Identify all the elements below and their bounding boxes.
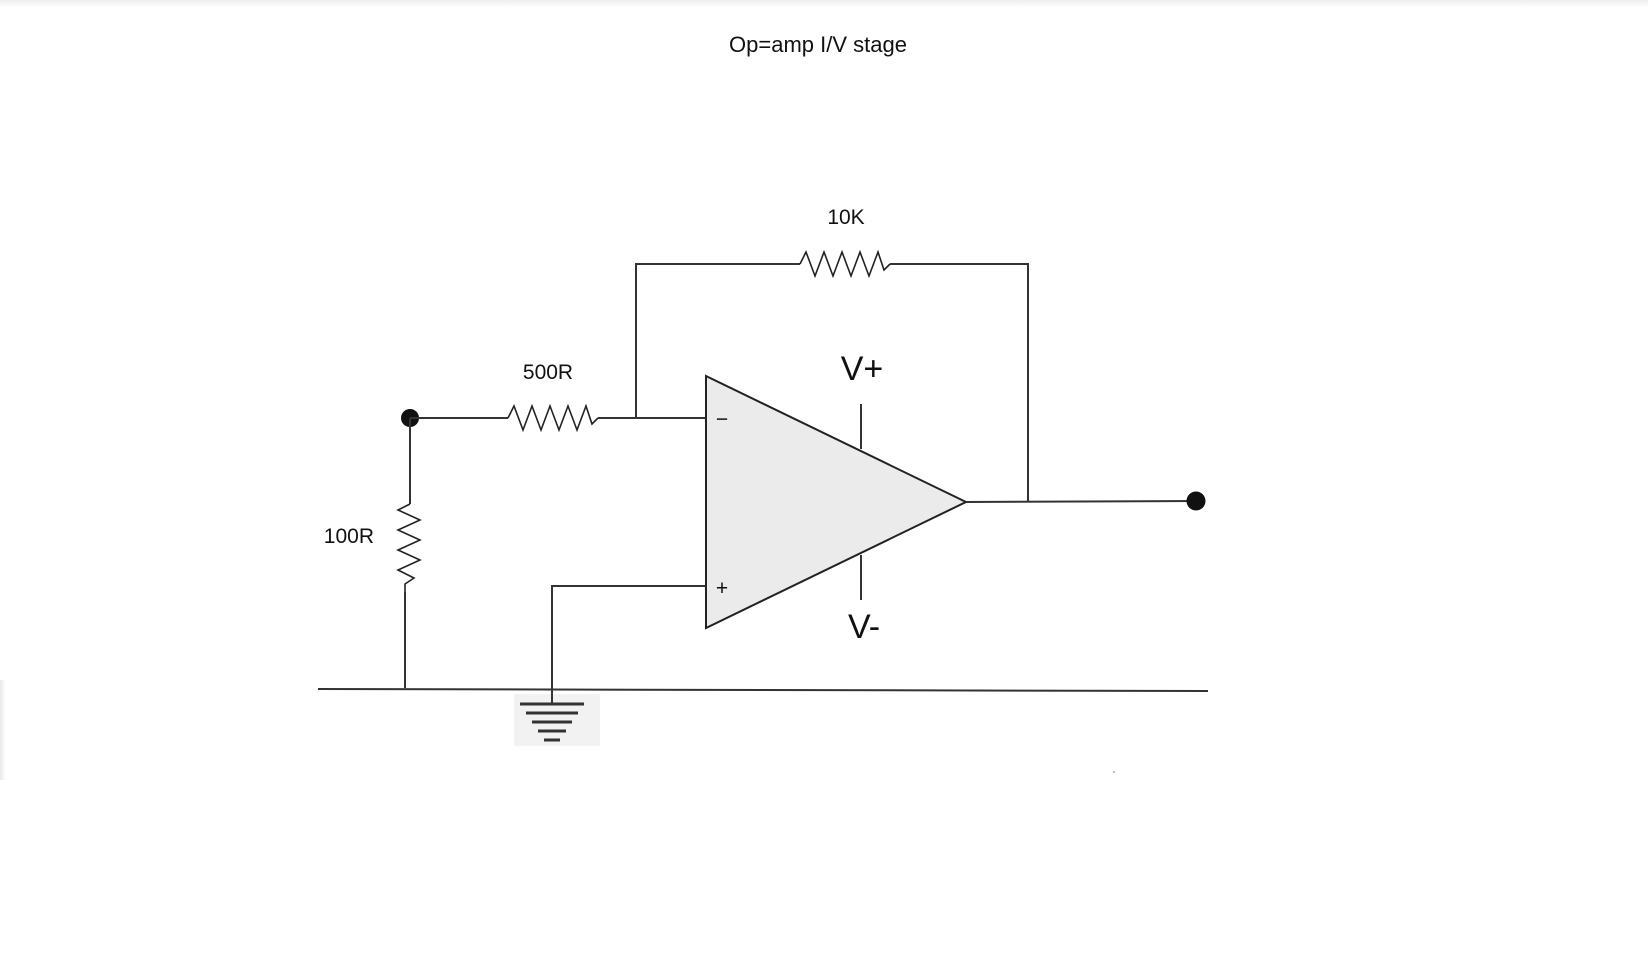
resistor-10k [799, 249, 891, 279]
left-edge-shade [0, 680, 6, 780]
output-wire [965, 500, 1197, 503]
ground-rail [317, 688, 1209, 692]
resistor-500r [507, 403, 599, 433]
negative-supply-label: V- [848, 608, 880, 646]
output-terminal [1186, 491, 1206, 511]
diagram-title: Op=amp I/V stage [729, 32, 907, 57]
non-inverting-input-wire [551, 585, 706, 690]
ground-icon [514, 690, 600, 746]
positive-supply-label: V+ [841, 350, 884, 388]
non-inverting-input-symbol: + [716, 577, 728, 600]
resistor-100r-label: 100R [324, 525, 374, 548]
feedback-wire-left [635, 263, 800, 418]
resistor-100r [396, 503, 422, 592]
resistor-10k-label: 10K [827, 206, 864, 229]
resistor-500r-label: 500R [523, 361, 573, 384]
top-edge-shade [0, 0, 1648, 8]
stray-speck [1113, 771, 1115, 773]
opamp-triangle [705, 374, 969, 630]
feedback-wire-right [890, 263, 1029, 502]
inverting-input-symbol: − [716, 408, 728, 431]
